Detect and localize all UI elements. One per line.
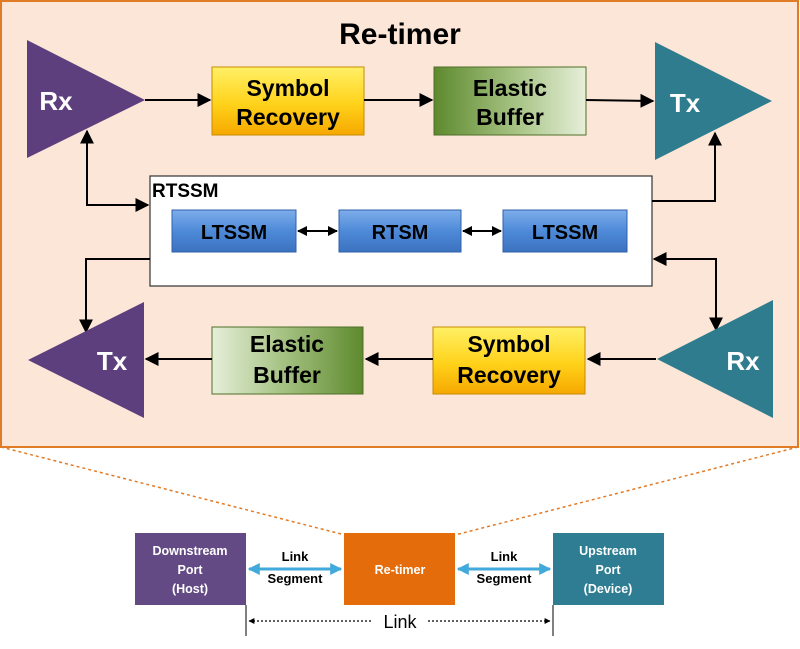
top-rx-label: Rx	[39, 86, 73, 116]
bottom-symbol-recovery-box	[432, 326, 586, 395]
link-span-label: Link	[383, 612, 417, 632]
downstream-port-box	[135, 533, 246, 605]
link-segment-right-line1: Link	[491, 549, 518, 564]
arrow-rtssm-to-bottom-tx	[79, 258, 150, 334]
rtssm-label: RTSSM	[152, 181, 219, 202]
link-segment-left-line2: Segment	[268, 571, 324, 586]
bottom-tx-label: Tx	[97, 346, 128, 376]
upstream-line1: Upstream	[579, 544, 637, 558]
zoom-line-right	[454, 446, 799, 536]
rtsm-label: RTSM	[372, 222, 429, 244]
bottom-symbol-recovery-line1: Symbol	[467, 331, 550, 357]
top-elastic-buffer-line1: Elastic	[473, 75, 547, 101]
downstream-line2: Port	[178, 563, 204, 577]
downstream-line1: Downstream	[152, 544, 227, 558]
ltssm-left-label: LTSSM	[201, 222, 267, 244]
top-elastic-buffer-box	[433, 66, 587, 136]
top-elastic-buffer-line2: Buffer	[476, 104, 544, 130]
link-segment-right-line2: Segment	[477, 571, 533, 586]
ltssm-right-box	[502, 209, 628, 253]
link-segment-left-line1: Link	[282, 549, 309, 564]
upstream-port-box	[553, 533, 664, 605]
upstream-line3: (Device)	[584, 582, 633, 596]
top-rx-triangle	[27, 40, 145, 158]
retimer-box-label: Re-timer	[375, 563, 426, 577]
bottom-symbol-recovery-line2: Recovery	[457, 362, 561, 388]
bottom-tx-triangle	[28, 302, 144, 418]
ltssm-left-box	[171, 209, 297, 253]
bottom-rx-label: Rx	[726, 346, 760, 376]
arrow-bottom-rx-to-rtssm	[652, 252, 723, 332]
top-tx-label: Tx	[670, 88, 701, 118]
zoom-line-left	[0, 446, 346, 536]
retimer-box	[344, 533, 455, 605]
bottom-elastic-buffer-box	[211, 326, 364, 395]
arrow-rx-to-rtssm	[80, 129, 150, 212]
bottom-elastic-buffer-line1: Elastic	[250, 331, 324, 357]
bottom-rx-triangle	[657, 300, 773, 418]
arrow-elastic-to-tx	[585, 93, 655, 108]
panel-title: Re-timer	[339, 18, 461, 51]
top-symbol-recovery-line1: Symbol	[246, 75, 329, 101]
top-symbol-recovery-box	[211, 66, 365, 136]
top-symbol-recovery-line2: Recovery	[236, 104, 340, 130]
arrow-rtssm-to-tx	[652, 131, 722, 202]
bottom-elastic-buffer-line2: Buffer	[253, 362, 321, 388]
top-tx-triangle	[655, 42, 772, 160]
ltssm-right-label: LTSSM	[532, 222, 598, 244]
upstream-line2: Port	[596, 563, 622, 577]
rtsm-box	[338, 209, 462, 253]
downstream-line3: (Host)	[172, 582, 208, 596]
